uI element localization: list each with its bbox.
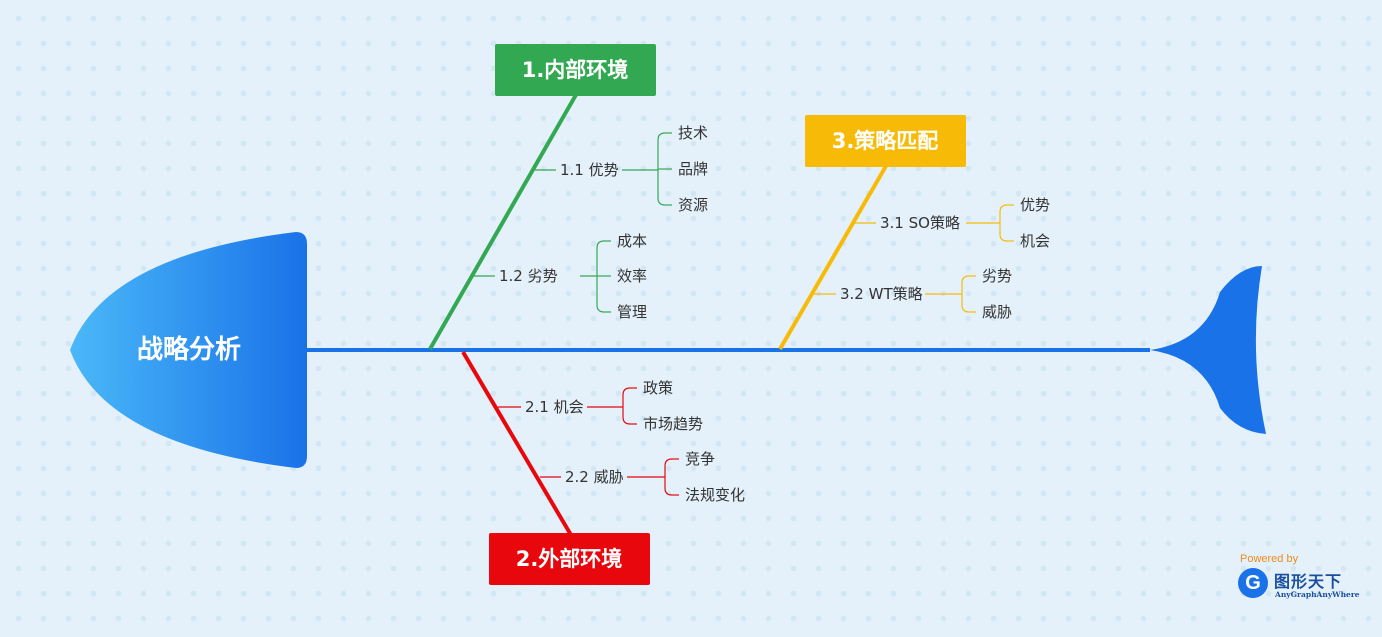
leaf-label-1-2-1[interactable]: 成本	[617, 232, 647, 250]
fish-head[interactable]	[70, 232, 307, 468]
brand-logo-icon: G	[1238, 568, 1268, 598]
category-box-internal[interactable]	[495, 44, 656, 96]
fish-head-label: 战略分析	[137, 334, 241, 365]
category-box-external[interactable]	[489, 533, 650, 585]
brand-name: 图形天下	[1274, 572, 1343, 591]
leaf-label-2-2-2[interactable]: 法规变化	[685, 486, 745, 504]
brand-subtitle: AnyGraphAnyWhere	[1275, 590, 1360, 599]
cause-label-1-1[interactable]: 1.1 优势	[560, 161, 619, 179]
fish-tail	[1150, 266, 1266, 434]
cause-label-3-2[interactable]: 3.2 WT策略	[840, 285, 923, 303]
leaf-label-3-2-1[interactable]: 劣势	[982, 267, 1012, 285]
powered-by-text: Powered by	[1240, 553, 1299, 565]
leaf-label-3-1-2[interactable]: 机会	[1020, 232, 1050, 250]
leaf-label-2-1-2[interactable]: 市场趋势	[643, 415, 703, 433]
leaf-label-1-1-3[interactable]: 资源	[678, 196, 708, 214]
leaf-label-1-1-1[interactable]: 技术	[678, 124, 708, 142]
cause-label-2-1[interactable]: 2.1 机会	[525, 398, 584, 416]
leaf-label-3-2-2[interactable]: 威胁	[982, 303, 1012, 321]
category-title-internal: 1.内部环境	[522, 58, 629, 82]
leaf-label-1-2-3[interactable]: 管理	[617, 303, 647, 321]
cause-label-2-2[interactable]: 2.2 威胁	[565, 468, 624, 486]
leaf-label-1-1-2[interactable]: 品牌	[678, 160, 708, 178]
bone-external	[461, 350, 573, 537]
category-box-strategy[interactable]	[805, 115, 966, 167]
leaf-label-2-1-1[interactable]: 政策	[643, 379, 673, 397]
cause-label-1-2[interactable]: 1.2 劣势	[499, 267, 558, 285]
brand-watermark[interactable]: Powered by G 图形天下 AnyGraphAnyWhere	[1236, 553, 1366, 603]
bracket-3-1	[999, 204, 1008, 242]
bracket-2-2	[664, 458, 673, 496]
leaf-label-1-2-2[interactable]: 效率	[617, 267, 647, 285]
category-title-external: 2.外部环境	[516, 547, 623, 571]
bone-strategy	[778, 164, 888, 351]
leaf-label-2-2-1[interactable]: 竞争	[685, 450, 715, 468]
bone-internal	[428, 92, 579, 350]
leaf-label-3-1-1[interactable]: 优势	[1020, 196, 1050, 214]
cause-label-3-1[interactable]: 3.1 SO策略	[880, 214, 960, 232]
bracket-3-2	[961, 275, 970, 313]
bracket-2-1	[622, 387, 631, 425]
category-title-strategy: 3.策略匹配	[832, 129, 939, 153]
